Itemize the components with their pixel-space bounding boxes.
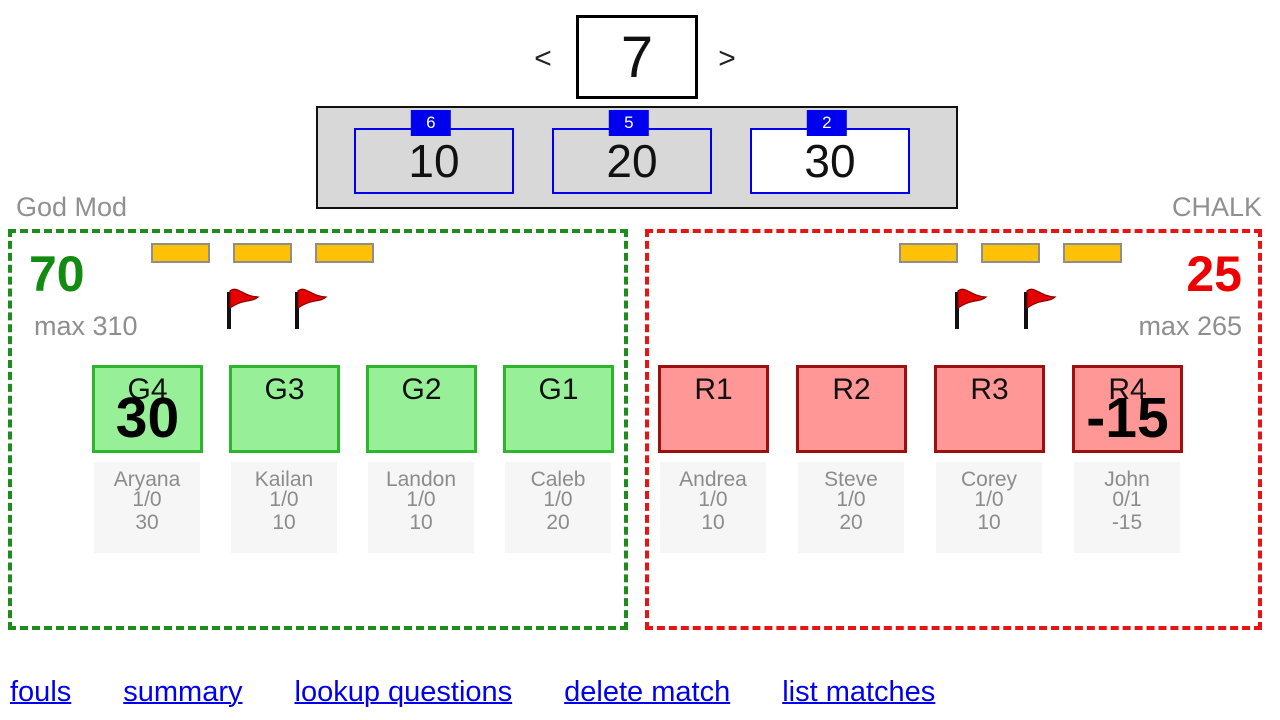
player-total: 10 bbox=[977, 511, 1001, 534]
timeout-bar[interactable] bbox=[151, 243, 210, 263]
timeout-bar[interactable] bbox=[1063, 243, 1122, 263]
fouls-link[interactable]: fouls bbox=[10, 676, 72, 708]
player-button-r2[interactable]: R2 bbox=[796, 365, 907, 453]
point-value-20-button[interactable]: 5 20 bbox=[552, 110, 712, 194]
player-total: 10 bbox=[272, 511, 296, 534]
previous-question-button[interactable]: < bbox=[534, 42, 552, 75]
player-button-r4[interactable]: R4 -15 bbox=[1072, 365, 1183, 453]
player-button-r1[interactable]: R1 bbox=[658, 365, 769, 453]
player-stats-card: Andrea 1/0 10 bbox=[660, 462, 766, 553]
player-stats-card: Caleb 1/0 20 bbox=[505, 462, 611, 553]
summary-link[interactable]: summary bbox=[123, 676, 243, 708]
player-button-g2[interactable]: G2 bbox=[366, 365, 477, 453]
player-stats-card: Landon 1/0 10 bbox=[368, 462, 474, 553]
player-code: G3 bbox=[264, 373, 305, 406]
player-name: John bbox=[1104, 468, 1150, 491]
player-name: Steve bbox=[824, 468, 878, 491]
player-name: Kailan bbox=[254, 468, 314, 491]
player-record: 1/0 bbox=[269, 488, 299, 511]
list-matches-link[interactable]: list matches bbox=[782, 676, 936, 708]
timeout-bar[interactable] bbox=[233, 243, 292, 263]
foul-flag-icon[interactable] bbox=[948, 283, 992, 329]
timeout-bar[interactable] bbox=[899, 243, 958, 263]
right-team-max-score: max 265 bbox=[1138, 311, 1242, 341]
point-value-label: 30 bbox=[804, 135, 856, 187]
player-name: Caleb bbox=[530, 468, 586, 491]
player-record: 1/0 bbox=[543, 488, 573, 511]
player-record: 0/1 bbox=[1112, 488, 1142, 511]
player-name: Andrea bbox=[679, 468, 747, 491]
remaining-count-badge: 5 bbox=[608, 110, 649, 136]
remaining-count-badge: 2 bbox=[806, 110, 847, 136]
foul-flag-icon[interactable] bbox=[1017, 283, 1061, 329]
player-name: Corey bbox=[960, 468, 1018, 491]
player-stats-card: Steve 1/0 20 bbox=[798, 462, 904, 553]
remaining-count-badge: 6 bbox=[410, 110, 451, 136]
player-stats-card: Kailan 1/0 10 bbox=[231, 462, 337, 553]
player-code: R2 bbox=[832, 373, 871, 406]
player-name: Landon bbox=[385, 468, 457, 491]
point-value-30-button-selected[interactable]: 2 30 bbox=[750, 110, 910, 194]
player-record: 1/0 bbox=[132, 488, 162, 511]
player-code: G4 bbox=[127, 373, 168, 406]
player-stats-card: Aryana 1/0 30 bbox=[94, 462, 200, 553]
left-team-name: God Mod bbox=[16, 192, 128, 222]
delete-match-link[interactable]: delete match bbox=[564, 676, 731, 708]
footer-links: fouls summary lookup questions delete ma… bbox=[10, 676, 935, 709]
player-button-g1[interactable]: G1 bbox=[503, 365, 614, 453]
point-value-panel: 6 10 5 20 2 30 bbox=[316, 106, 958, 209]
left-team-score: 70 bbox=[29, 246, 85, 302]
left-team-max-score: max 310 bbox=[34, 311, 138, 341]
player-button-g3[interactable]: G3 bbox=[229, 365, 340, 453]
player-stats-card: Corey 1/0 10 bbox=[936, 462, 1042, 553]
last-points-overlay: -15 bbox=[1086, 386, 1169, 450]
timeout-bar[interactable] bbox=[981, 243, 1040, 263]
question-number-box[interactable]: 7 bbox=[576, 15, 698, 99]
player-code: R1 bbox=[694, 373, 733, 406]
right-team-panel: 25 max 265 R1 R2 R3 R4 -15 Andrea 1/0 10 bbox=[645, 229, 1262, 630]
left-team-panel: 70 max 310 G4 30 G3 G2 G1 Aryana 1/0 30 bbox=[8, 229, 628, 630]
player-record: 1/0 bbox=[406, 488, 436, 511]
player-total: 10 bbox=[701, 511, 725, 534]
player-code: R3 bbox=[970, 373, 1009, 406]
right-team-score: 25 bbox=[1186, 246, 1242, 302]
player-code: G2 bbox=[401, 373, 442, 406]
player-code: G1 bbox=[538, 373, 579, 406]
player-total: 20 bbox=[839, 511, 863, 534]
player-button-g4[interactable]: G4 30 bbox=[92, 365, 203, 453]
timeout-bar[interactable] bbox=[315, 243, 374, 263]
player-record: 1/0 bbox=[698, 488, 728, 511]
point-value-label: 10 bbox=[408, 135, 460, 187]
player-name: Aryana bbox=[113, 468, 181, 491]
player-button-r3[interactable]: R3 bbox=[934, 365, 1045, 453]
last-points-overlay: 30 bbox=[115, 386, 180, 450]
right-team-name: CHALK bbox=[1171, 192, 1262, 222]
next-question-button[interactable]: > bbox=[718, 42, 736, 75]
point-value-label: 20 bbox=[606, 135, 658, 187]
player-total: 30 bbox=[135, 511, 159, 534]
player-code: R4 bbox=[1108, 373, 1147, 406]
player-total: 20 bbox=[546, 511, 570, 534]
player-total: 10 bbox=[409, 511, 433, 534]
foul-flag-icon[interactable] bbox=[288, 283, 332, 329]
player-record: 1/0 bbox=[974, 488, 1004, 511]
player-record: 1/0 bbox=[836, 488, 866, 511]
player-stats-card: John 0/1 -15 bbox=[1074, 462, 1180, 553]
foul-flag-icon[interactable] bbox=[220, 283, 264, 329]
lookup-questions-link[interactable]: lookup questions bbox=[294, 676, 513, 708]
point-value-10-button[interactable]: 6 10 bbox=[354, 110, 514, 194]
player-total: -15 bbox=[1111, 511, 1143, 534]
